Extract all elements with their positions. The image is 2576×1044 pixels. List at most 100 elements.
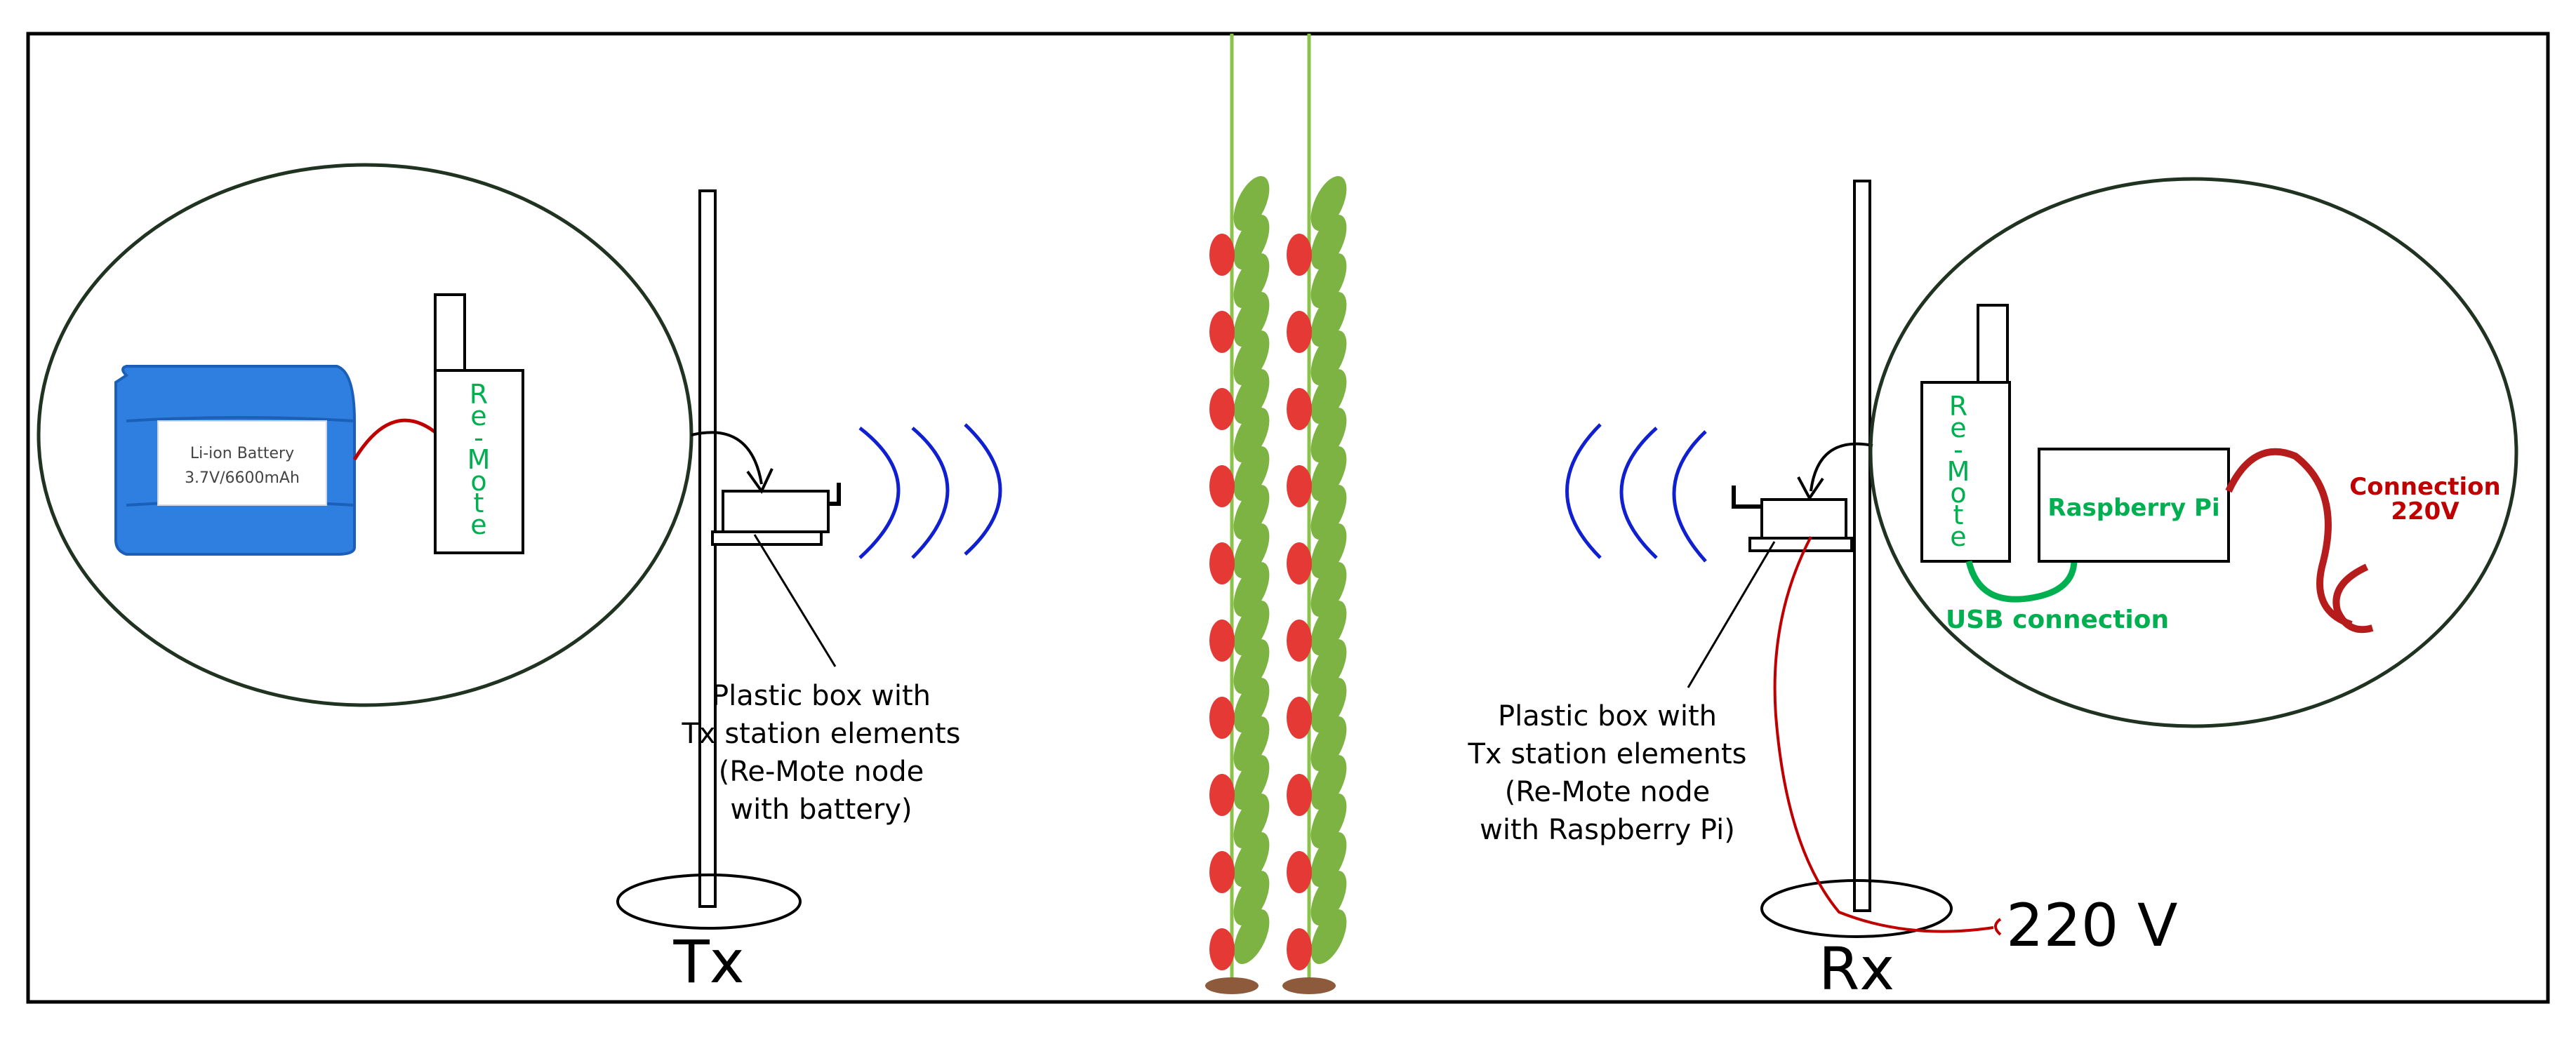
tomato (1209, 620, 1235, 662)
tomato (1287, 311, 1312, 353)
plant-leaf (1233, 909, 1270, 964)
raspberry-label: Raspberry Pi (2047, 494, 2219, 522)
plant-leaf (1233, 330, 1270, 385)
plant-leaf (1310, 678, 1347, 732)
tomato (1287, 542, 1312, 584)
raspberry-pi (2038, 448, 2230, 563)
rx-power-cable (1773, 536, 1994, 933)
tx-label: Tx (672, 928, 744, 996)
rx-pole-base (1760, 879, 1953, 938)
plant-leaf (1233, 794, 1270, 848)
tomato (1209, 851, 1235, 893)
rx-label: Rx (1819, 935, 1894, 1003)
tomato (1287, 234, 1312, 276)
tomato (1287, 465, 1312, 507)
tx-station: Li-ion Battery 3.7V/6600mAh Re-Mote Plas… (36, 163, 1002, 996)
plant-leaf (1233, 755, 1270, 810)
plant-leaf (1233, 292, 1270, 347)
rx-remote-label: Re-Mote (1947, 391, 1970, 552)
plant-leaf (1233, 215, 1270, 269)
tx-caption-pointer (753, 534, 837, 667)
plant-leaf (1310, 330, 1347, 385)
battery-label-line2: 3.7V/6600mAh (185, 469, 300, 487)
rx-pole (1853, 180, 1871, 912)
tx-pole (698, 189, 717, 908)
usb-cable (1965, 559, 2078, 603)
plant-leaf (1233, 678, 1270, 732)
caption-line: Plastic box with (712, 680, 931, 712)
rx-remote-node: Re-Mote (1920, 304, 2011, 563)
plant-leaf (1233, 639, 1270, 694)
rx-zoom-arrow (1810, 442, 1873, 492)
tomato-plants (1205, 34, 1347, 994)
tx-plastic-box (711, 483, 841, 546)
plant-leaf (1310, 369, 1347, 424)
remote-letter: e (1950, 413, 1966, 443)
tomato (1209, 234, 1235, 276)
remote-letter: e (470, 509, 486, 540)
caption-line: (Re-Mote node (1505, 776, 1710, 808)
plant-leaf (1310, 794, 1347, 848)
tomato (1209, 928, 1235, 970)
caption-line: Tx station elements (682, 718, 961, 750)
remote-letter: R (470, 379, 488, 410)
plant-leaf (1310, 292, 1347, 347)
tomato (1209, 542, 1235, 584)
plant-leaf (1233, 485, 1270, 540)
remote-letter: e (470, 401, 486, 431)
remote-letter: - (1953, 434, 1963, 465)
tomato (1209, 774, 1235, 816)
plant-leaf (1310, 832, 1347, 887)
plant-leaf (1310, 523, 1347, 578)
tomato (1209, 465, 1235, 507)
rx-caption-pointer (1687, 541, 1776, 688)
plant-leaf (1233, 716, 1270, 771)
battery-label-line1: Li-ion Battery (190, 445, 294, 462)
rx-power-connection (2225, 448, 2353, 628)
plant-leaf (1310, 909, 1347, 964)
plant-leaf (1310, 215, 1347, 269)
plant-leaf (1310, 639, 1347, 694)
plant-leaf (1310, 601, 1347, 655)
usb-label: USB connection (1946, 605, 2169, 634)
rx-plastic-box (1732, 486, 1853, 552)
tx-remote-node: Re-Mote (434, 293, 524, 554)
plant-leaf (1233, 253, 1270, 308)
caption-line: Plastic box with (1498, 700, 1717, 732)
tomato (1287, 620, 1312, 662)
plant-leaf (1233, 176, 1270, 231)
plant-leaf (1310, 176, 1347, 231)
rx-zoom-circle (1868, 177, 2518, 728)
plant-leaf (1310, 485, 1347, 540)
remote-letter: e (1950, 521, 1966, 552)
tomato (1287, 388, 1312, 430)
remote-letter: M (1947, 456, 1970, 487)
plant-soil (1205, 977, 1259, 994)
plant-leaf (1310, 253, 1347, 308)
connection-label-line1: Connection (2349, 473, 2500, 501)
plant-leaf (1233, 446, 1270, 501)
tomato (1209, 388, 1235, 430)
plant-leaf (1310, 716, 1347, 771)
tx-pole-base (616, 874, 802, 930)
plant-leaf (1233, 408, 1270, 462)
plant-soil (1282, 977, 1336, 994)
tomato (1209, 311, 1235, 353)
tx-radio-waves (858, 423, 1002, 559)
remote-letter: t (1953, 500, 1964, 530)
li-ion-battery: Li-ion Battery 3.7V/6600mAh (114, 365, 356, 556)
remote-letter: R (1949, 391, 1967, 422)
plant-leaf (1310, 755, 1347, 810)
plant-leaf (1233, 601, 1270, 655)
remote-letter: o (1950, 478, 1966, 509)
plant-leaf (1310, 408, 1347, 462)
plant-leaf (1233, 523, 1270, 578)
tomato (1209, 697, 1235, 739)
caption-line: with Raspberry Pi) (1480, 814, 1735, 846)
caption-line: with battery) (730, 794, 912, 826)
battery-wire (352, 418, 440, 461)
plant-leaf (1310, 562, 1347, 617)
